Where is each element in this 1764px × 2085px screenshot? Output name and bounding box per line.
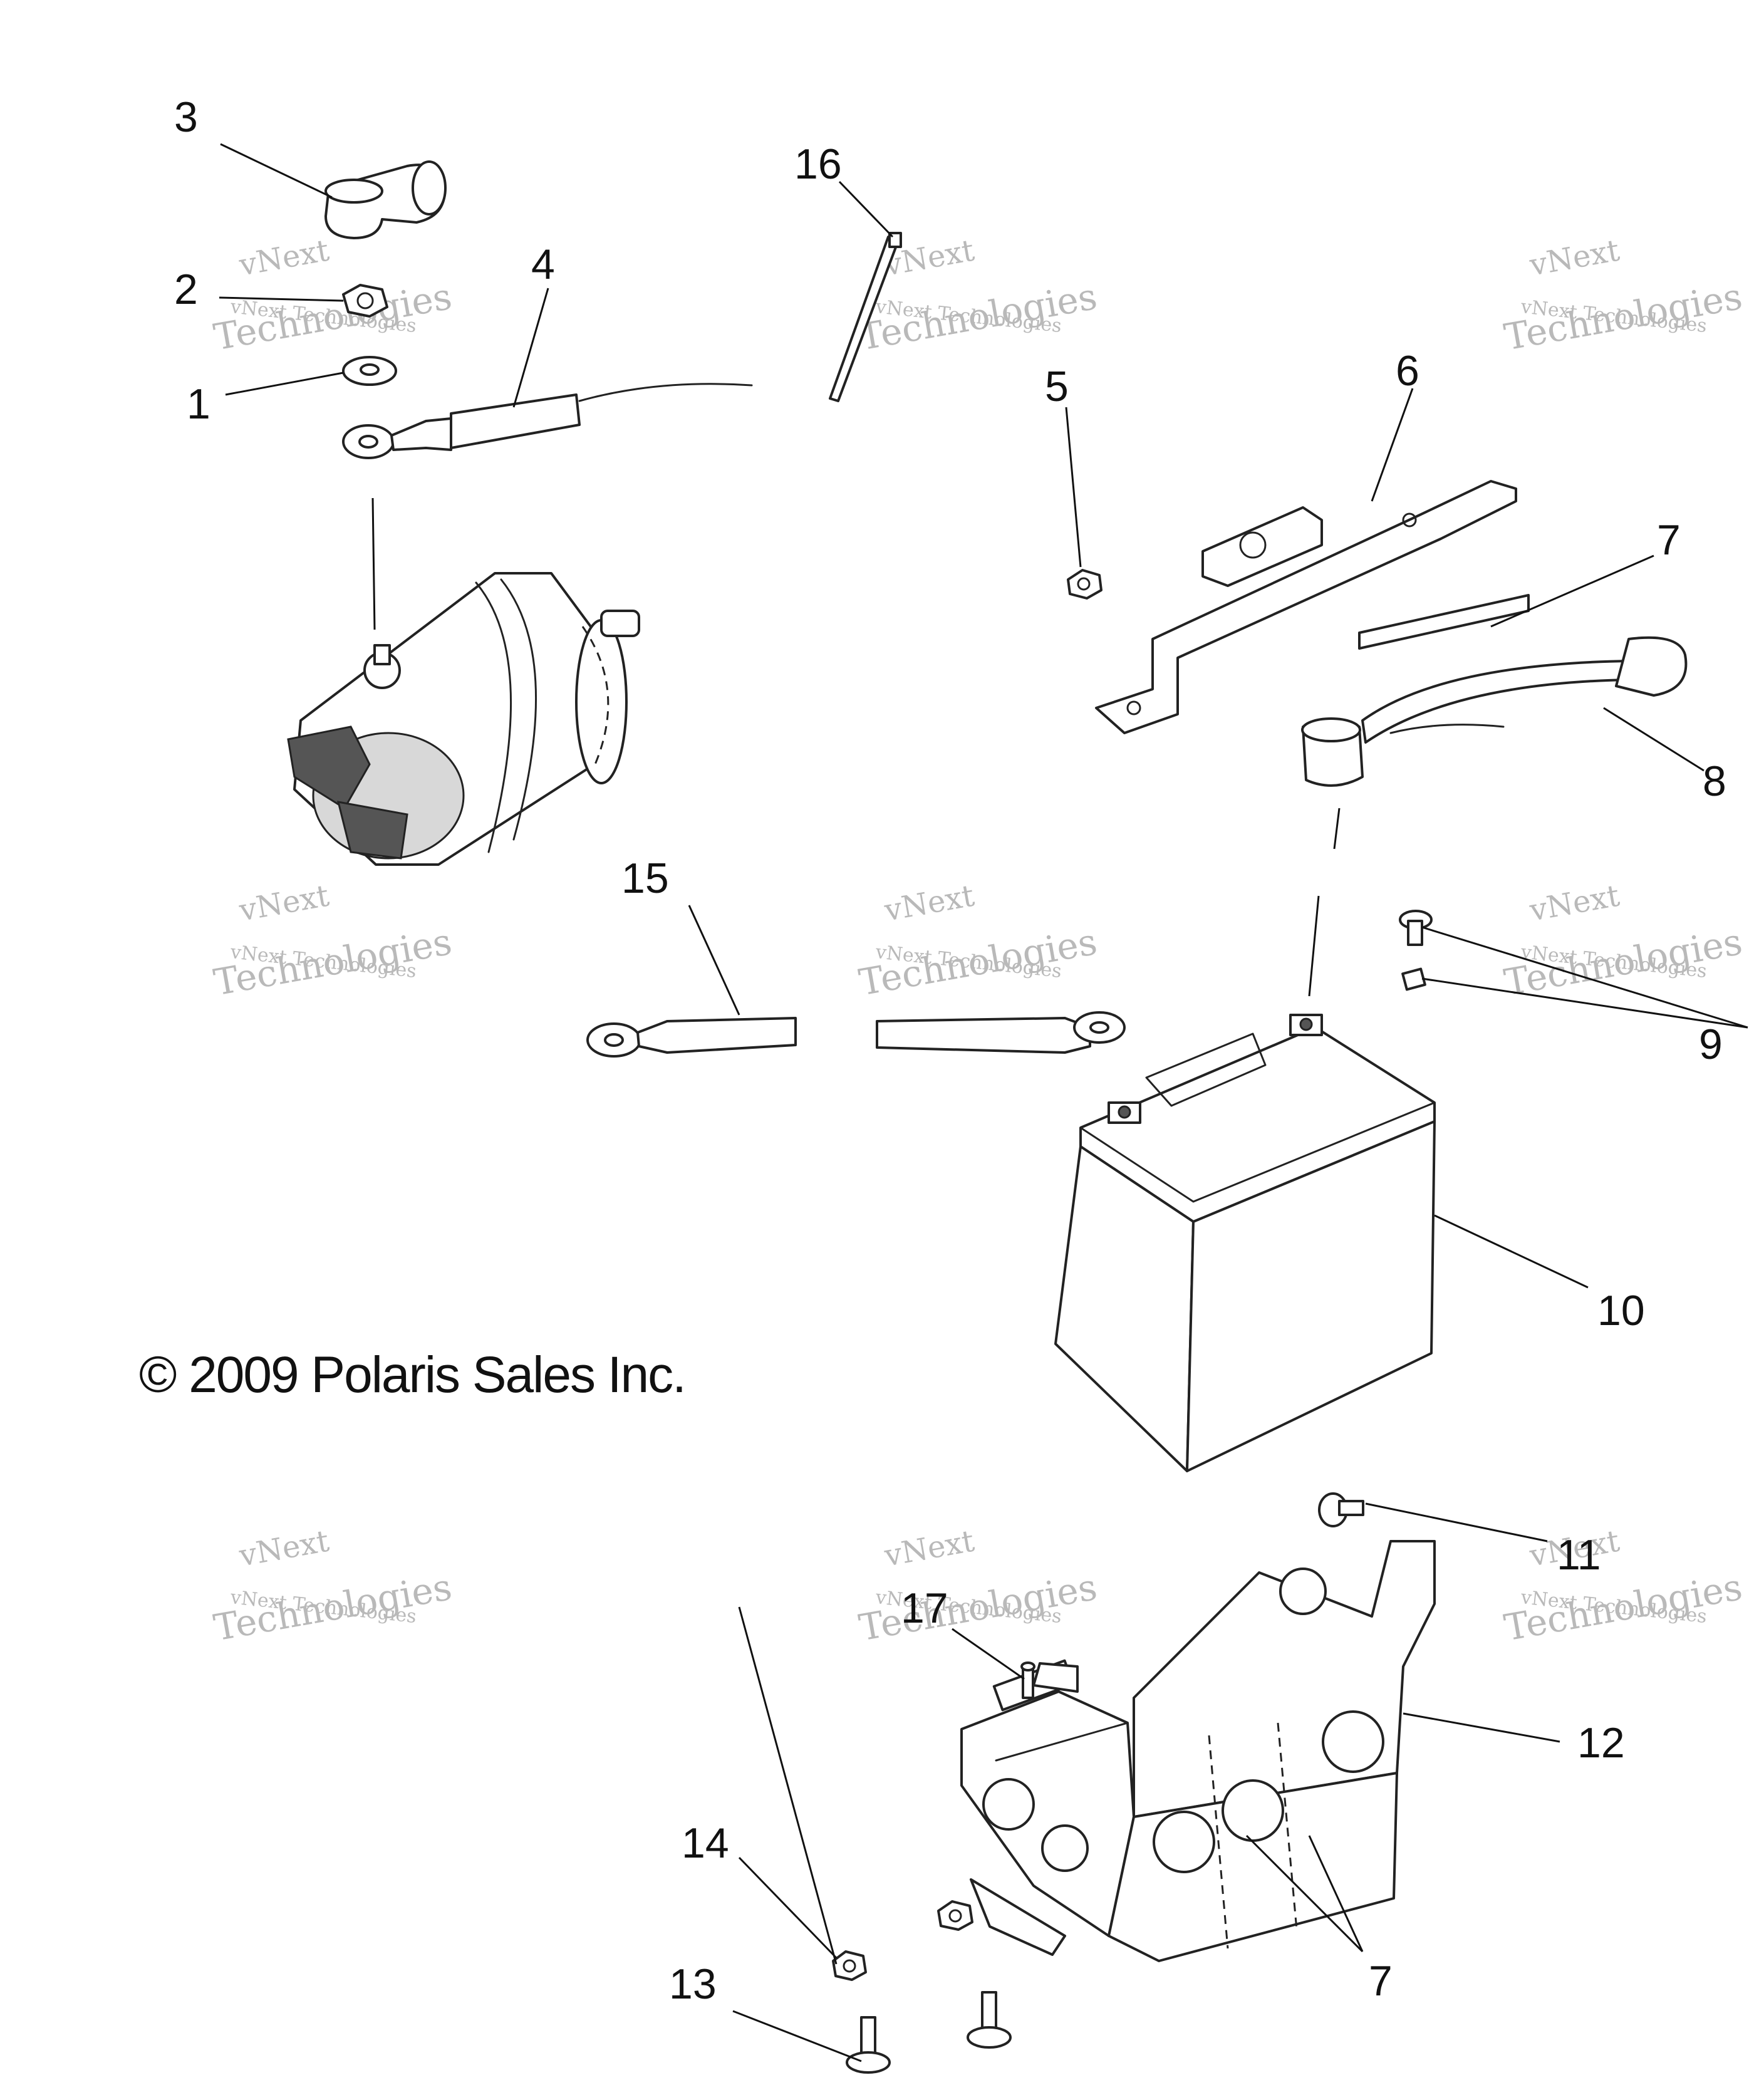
callout-12: 12	[1577, 1719, 1625, 1767]
watermark-line3: Technologies	[210, 920, 455, 1004]
watermark-line3: Technologies	[210, 1566, 455, 1650]
callout-10: 10	[1597, 1287, 1645, 1334]
watermark: vNext vNext Technologies Technologies	[1501, 1524, 1745, 1650]
part-3-terminal-boot	[324, 160, 447, 239]
callouts: 3 2 1 4 16 5 6 7 8 9 10 11 12 15 17 14 1…	[174, 93, 1726, 2008]
watermark-line3: Technologies	[210, 275, 455, 359]
watermark: vNext vNext Technologies Technologies	[210, 1524, 455, 1650]
callout-14: 14	[682, 1819, 729, 1867]
part-14-nut-second	[937, 1900, 973, 1931]
part-14-nut	[832, 1950, 867, 1981]
part-16-cable-tie	[829, 232, 902, 402]
watermark-line3: Technologies	[856, 920, 1100, 1004]
part-4-cable	[342, 383, 753, 459]
copyright-notice: © 2009 Polaris Sales Inc.	[139, 1346, 687, 1403]
watermark-line1: vNext	[1527, 233, 1622, 283]
part-13-bolt-second	[967, 1991, 1012, 2049]
watermark-line3: Technologies	[856, 1566, 1100, 1650]
watermark: vNext vNext Technologies Technologies	[1501, 878, 1745, 1004]
callout-2: 2	[174, 266, 198, 313]
callout-6: 6	[1396, 347, 1419, 395]
watermark-line1: vNext	[1527, 878, 1622, 928]
part-11-bolt	[1318, 1492, 1364, 1527]
callout-15: 15	[621, 855, 669, 902]
watermark: vNext vNext Technologies Technologies	[856, 1524, 1100, 1650]
watermark-line3: Technologies	[1501, 275, 1745, 359]
watermark: vNext vNext Technologies Technologies	[856, 878, 1100, 1004]
watermark-line1: vNext	[881, 878, 977, 928]
watermark-line1: vNext	[881, 1524, 977, 1574]
callout-16: 16	[794, 140, 842, 188]
callout-7-top: 7	[1657, 516, 1681, 564]
part-8-cable	[1301, 636, 1688, 787]
part-2-hex-nut	[342, 284, 388, 318]
battery-terminal-positive	[1289, 1014, 1323, 1036]
starter-motor	[287, 572, 640, 866]
part-5-nut	[1067, 569, 1102, 600]
part-9-hardware	[1399, 910, 1433, 991]
callout-4: 4	[531, 241, 555, 288]
callout-3: 3	[174, 93, 198, 141]
part-1-washer	[342, 356, 397, 386]
callout-11: 11	[1557, 1531, 1601, 1579]
part-17-stud	[1020, 1661, 1035, 1699]
battery-terminal-negative	[1108, 1101, 1141, 1124]
watermark-line3: Technologies	[856, 275, 1100, 359]
watermark-line1: vNext	[236, 1524, 331, 1574]
callout-8: 8	[1703, 757, 1726, 805]
leader-lines	[219, 143, 1748, 2062]
part-13-bolt	[846, 2016, 891, 2074]
callout-13: 13	[669, 1960, 717, 2008]
watermark: vNext vNext Technologies Technologies	[1501, 233, 1745, 359]
callout-1: 1	[187, 380, 210, 428]
callout-5: 5	[1045, 363, 1069, 410]
watermark: vNext vNext Technologies Technologies	[210, 878, 455, 1004]
part-6-strap	[1095, 480, 1517, 734]
callout-9: 9	[1699, 1021, 1723, 1068]
part-12-battery-box	[960, 1540, 1436, 1962]
callout-7-bottom: 7	[1369, 1957, 1393, 2005]
watermark-line3: Technologies	[1501, 1566, 1745, 1650]
watermark-line1: vNext	[236, 878, 331, 928]
callout-17: 17	[901, 1584, 948, 1632]
watermark: vNext vNext Technologies Technologies	[210, 233, 455, 359]
part-10-battery	[1054, 1014, 1436, 1472]
watermark-line1: vNext	[236, 233, 331, 283]
part-15-ground-cable	[586, 1011, 1126, 1058]
